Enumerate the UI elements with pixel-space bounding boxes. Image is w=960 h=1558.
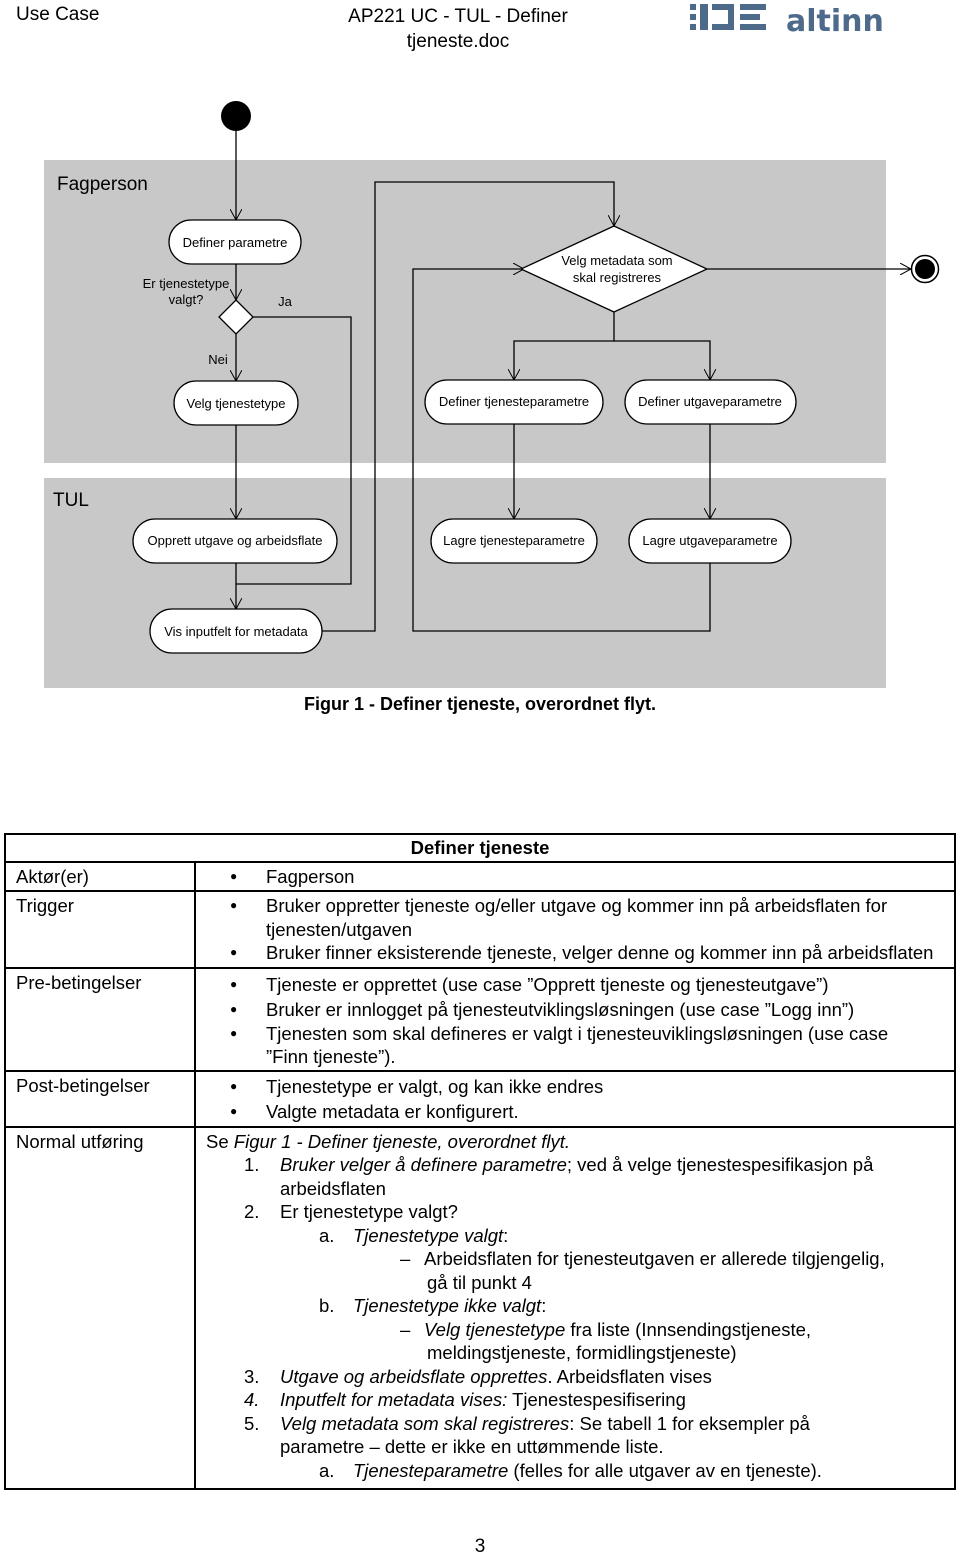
decision-velg-metadata-line1: Velg metadata som — [561, 253, 672, 268]
row-label-trigger: Trigger — [4, 890, 196, 969]
row-label-post: Post-betingelser — [4, 1069, 196, 1128]
lane-tul — [44, 478, 886, 688]
step-2-text: Er tjenestetype valgt? — [280, 1201, 458, 1222]
step-2: 2. Er tjenestetype valgt? — [206, 1200, 934, 1224]
intro-prefix: Se — [206, 1130, 234, 1152]
step-5-text: : Se tabell 1 for eksempler på — [569, 1412, 810, 1434]
activity-lagre-utgaveparametre: Lagre utgaveparametre — [642, 533, 777, 548]
dash-bullet: – — [400, 1248, 411, 1269]
decision-label-line1: Er tjenestetype — [143, 276, 230, 291]
activity-diagram: Fagperson TUL Definer parametre Velg t — [44, 101, 940, 688]
list-item: Bruker oppretter tjeneste og/eller utgav… — [196, 894, 934, 941]
step-2a-title: Tjenestetype valgt — [353, 1224, 504, 1246]
use-case-table: Definer tjeneste Aktør(er) Fagperson Tri… — [4, 833, 956, 1490]
colon: : — [541, 1295, 547, 1316]
step-number: 2. — [244, 1201, 260, 1222]
lane-fagperson-label: Fagperson — [57, 174, 148, 195]
table-title: Definer tjeneste — [4, 833, 956, 862]
activity-lagre-tjenesteparametre: Lagre tjenesteparametre — [443, 533, 585, 548]
step-5a-action: Tjenesteparametre — [353, 1459, 509, 1481]
activity-definer-parametre: Definer parametre — [183, 235, 288, 250]
table-row: Post-betingelser Tjenestetype er valgt, … — [4, 1069, 956, 1128]
row-label-pre: Pre-betingelser — [4, 966, 196, 1072]
step-3: 3. Utgave og arbeidsflate opprettes. Arb… — [206, 1365, 934, 1389]
activity-definer-utgaveparametre: Definer utgaveparametre — [638, 394, 782, 409]
colon: : — [503, 1224, 509, 1246]
logo-text: altinn — [786, 4, 884, 39]
table-row: Pre-betingelser Tjeneste er opprettet (u… — [4, 966, 956, 1072]
step-1-text-cont: arbeidsflaten — [280, 1177, 386, 1199]
step-2b: b. Tjenestetype ikke valgt: — [206, 1294, 934, 1318]
list-item: Tjeneste er opprettet (use case ”Opprett… — [196, 972, 934, 997]
header-left-text: Use Case — [16, 4, 100, 25]
step-letter: a. — [319, 1224, 335, 1246]
guard-ja: Ja — [278, 294, 293, 309]
step-5: 5. Velg metadata som skal registreres: S… — [206, 1412, 934, 1459]
step-5-action: Velg metadata som skal registreres — [280, 1412, 570, 1434]
lane-tul-label: TUL — [53, 490, 89, 511]
step-4: 4. Inputfelt for metadata vises: Tjenest… — [206, 1388, 934, 1412]
page-header: Use Case AP221 UC - TUL - Definer tjenes… — [0, 0, 960, 60]
step-letter: a. — [319, 1459, 335, 1481]
normal-intro: Se Figur 1 - Definer tjeneste, overordne… — [206, 1130, 934, 1154]
step-2b-detail-text: fra liste (Innsendingstjeneste, — [565, 1318, 812, 1340]
list-item: Bruker finner eksisterende tjeneste, vel… — [196, 941, 934, 965]
header-doc-title-line2: tjeneste.doc — [406, 31, 510, 52]
step-2b-title: Tjenestetype ikke valgt — [353, 1295, 542, 1316]
figure-reference: Figur 1 - Definer tjeneste, overordnet f… — [233, 1130, 571, 1152]
start-node — [221, 101, 251, 131]
step-letter: b. — [319, 1295, 335, 1316]
altinn-logo: altinn — [690, 4, 884, 39]
step-4-text: Tjenestespesifisering — [507, 1389, 686, 1410]
header-doc-title-line1: AP221 UC - TUL - Definer — [348, 6, 568, 27]
step-2a: a. Tjenestetype valgt: — [206, 1224, 934, 1248]
guard-nei: Nei — [208, 352, 228, 367]
step-1: 1. Bruker velger å definere parametre; v… — [206, 1153, 934, 1200]
step-5a-text: (felles for alle utgaver av en tjeneste)… — [508, 1459, 822, 1481]
figure-caption: Figur 1 - Definer tjeneste, overordnet f… — [303, 694, 657, 714]
activity-opprett-utgave: Opprett utgave og arbeidsflate — [148, 533, 323, 548]
list-item: Tjenesten som skal defineres er valgt i … — [196, 1022, 934, 1068]
step-number: 5. — [244, 1412, 260, 1434]
step-3-action: Utgave og arbeidsflate opprettes — [280, 1365, 548, 1387]
step-2b-detail-text-cont: meldingstjeneste, formidlingstjeneste) — [427, 1342, 737, 1363]
step-number: 1. — [244, 1154, 260, 1175]
step-4-action: Inputfelt for metadata vises: — [280, 1389, 508, 1410]
activity-velg-tjenestetype: Velg tjenestetype — [186, 396, 285, 411]
list-item: Tjenestetype er valgt, og kan ikke endre… — [196, 1074, 934, 1099]
step-3-text: . Arbeidsflaten vises — [547, 1365, 712, 1387]
step-number: 4. — [244, 1389, 260, 1410]
decision-label-line2: valgt? — [169, 292, 204, 307]
step-2a-detail: – Arbeidsflaten for tjenesteutgaven er a… — [206, 1247, 934, 1294]
step-5a: a. Tjenesteparametre (felles for alle ut… — [206, 1459, 934, 1483]
step-2b-detail-action: Velg tjenestetype — [424, 1318, 566, 1340]
step-1-action: Bruker velger å definere parametre — [280, 1154, 567, 1175]
activity-definer-tjenesteparametre: Definer tjenesteparametre — [439, 394, 589, 409]
table-row: Normal utføring Se Figur 1 - Definer tje… — [4, 1125, 956, 1490]
page-number: 3 — [474, 1536, 486, 1557]
dash-bullet: – — [400, 1318, 411, 1340]
header-doc-title: AP221 UC - TUL - Definer tjeneste.doc — [318, 4, 598, 54]
row-label-actor: Aktør(er) — [4, 860, 196, 892]
list-item: Bruker er innlogget på tjenesteutvikling… — [196, 997, 934, 1022]
step-2a-detail-text: Arbeidsflaten for tjenesteutgaven er all… — [424, 1248, 885, 1269]
step-number: 3. — [244, 1365, 260, 1387]
list-item: Valgte metadata er konfigurert. — [196, 1099, 934, 1124]
step-2a-detail-text-cont: gå til punkt 4 — [427, 1271, 532, 1293]
step-1-text: ; ved å velge tjenestespesifikasjon på — [566, 1154, 874, 1175]
step-5-text-cont: parametre – dette er ikke en uttømmende … — [280, 1436, 664, 1457]
table-row: Trigger Bruker oppretter tjeneste og/ell… — [4, 890, 956, 969]
row-label-normal: Normal utføring — [4, 1125, 196, 1490]
list-item: Fagperson — [196, 865, 934, 889]
table-row: Aktør(er) Fagperson — [4, 860, 956, 892]
step-2b-detail: – Velg tjenestetype fra liste (Innsendin… — [206, 1318, 934, 1365]
decision-velg-metadata-line2: skal registreres — [573, 270, 662, 285]
activity-vis-inputfelt: Vis inputfelt for metadata — [164, 624, 308, 639]
